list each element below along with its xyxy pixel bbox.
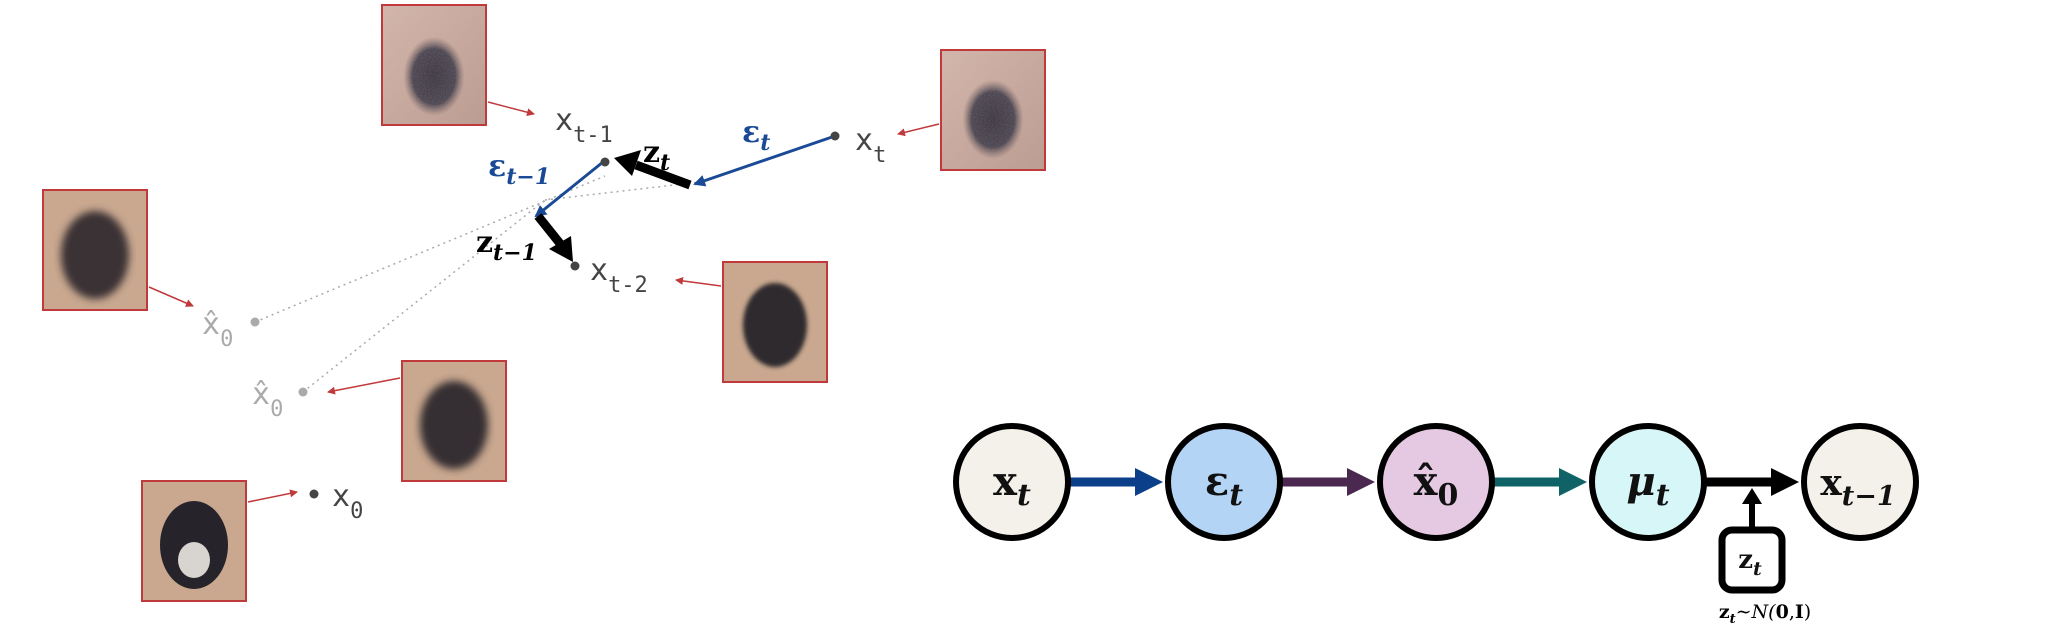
thumbnail-blurry-x0-hat-a <box>42 189 148 311</box>
pointer-arrow <box>897 123 940 137</box>
pointer-arrow <box>148 286 194 307</box>
z-t-arrow <box>614 150 692 190</box>
point-x-0 <box>309 489 319 499</box>
svg-text:x̂0: x̂0 <box>1414 458 1459 513</box>
label-x-t: xt <box>855 123 886 168</box>
label-x-0: x0 <box>332 479 363 524</box>
point-x-t-minus-2 <box>570 261 580 271</box>
node-mu-t: μt <box>1589 423 1707 541</box>
point-x-t <box>830 131 840 141</box>
label-x-t-minus-2: xt-2 <box>590 253 648 298</box>
svg-text:zt: zt <box>1738 545 1762 580</box>
noise-box-z-t: zt <box>1718 526 1786 594</box>
point-x0-hat-a <box>250 317 260 327</box>
label-epsilon-t-minus-1: εt−1 <box>488 149 550 190</box>
thumbnail-x-t-minus-2 <box>722 261 828 383</box>
label-z-t-minus-1: zt−1 <box>476 225 537 266</box>
svg-text:xt: xt <box>993 458 1031 513</box>
label-x0-hat-a: x̂0 <box>202 307 233 352</box>
pointer-arrow <box>487 101 535 117</box>
node-x-t: xt <box>953 423 1071 541</box>
label-x-t-minus-1: xt-1 <box>555 103 613 148</box>
thumbnail-noisy-x-t <box>940 49 1046 171</box>
svg-text:xt−1: xt−1 <box>1820 462 1895 512</box>
z-t-minus-1-arrow <box>534 213 573 262</box>
svg-text:εt: εt <box>1205 458 1243 513</box>
label-z-t: zt <box>643 135 670 176</box>
node-x-t-minus-1: xt−1 <box>1801 423 1919 541</box>
svg-text:μt: μt <box>1626 458 1669 513</box>
noise-caption: zt∼N(0,I) <box>1719 601 1811 627</box>
edge-mu-to-xprev <box>1706 468 1799 496</box>
edge-x0hat-to-mu <box>1494 468 1587 496</box>
point-x0-hat-b <box>298 387 308 397</box>
edge-xt-to-eps <box>1070 468 1163 496</box>
thumbnail-clean-x-0 <box>141 480 247 602</box>
thumbnail-noisy-x-t-minus-1 <box>381 4 487 126</box>
edge-z-to-mu-xprev <box>1742 488 1762 528</box>
pointer-arrow <box>247 489 298 503</box>
label-x0-hat-b: x̂0 <box>252 377 283 422</box>
thumbnail-blurry-x0-hat-b <box>401 360 507 482</box>
node-epsilon-t: εt <box>1165 423 1283 541</box>
edge-eps-to-x0hat <box>1282 468 1375 496</box>
pointer-arrow <box>675 276 722 287</box>
projection-line <box>544 181 701 201</box>
epsilon-t-arrow <box>693 134 836 187</box>
label-epsilon-t: εt <box>742 115 770 156</box>
node-x0-hat: x̂0 <box>1377 423 1495 541</box>
point-x-t-minus-1 <box>600 157 610 167</box>
pointer-arrow <box>327 377 401 395</box>
epsilon-t-minus-1-arrow <box>534 160 604 218</box>
